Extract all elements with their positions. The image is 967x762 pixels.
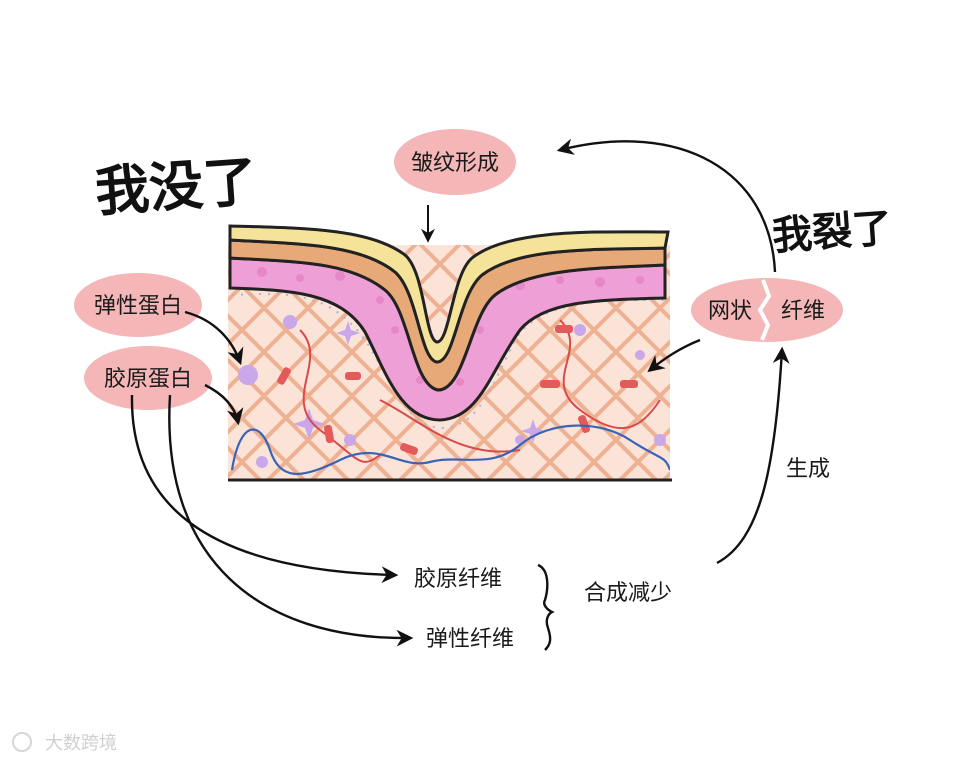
wrinkle-label: 皱纹形成 [411,151,499,176]
elastin-protein-label: 弹性蛋白 [94,294,182,319]
crack-icon [757,279,772,341]
collagen-protein-label: 胶原蛋白 [104,367,192,392]
watermark-text: 大数跨境 [45,733,117,754]
elastin-bubble: 弹性蛋白 [74,273,202,337]
collagen-bubble: 胶原蛋白 [84,346,212,410]
wrinkle-bubble: 皱纹形成 [394,129,516,195]
i-cracked-heading: 我裂了 [771,205,894,259]
reticular-label-left: 网状 [708,299,752,324]
arrows [130,138,790,651]
basement-membrane [231,292,666,430]
generate-arrow [716,346,790,565]
watermark-logo-icon [12,732,32,752]
generate-label: 生成 [786,457,830,482]
watermark: 大数跨境 [12,732,117,754]
synthesis-decrease-label: 合成减少 [584,581,672,606]
crack-to-wrinkle-arrow [556,138,777,273]
i-am-gone-heading: 我没了 [93,150,259,224]
reticular-label-right: 纤维 [781,299,825,324]
elastin-to-tissue-arrow [184,310,244,366]
yellow-epidermis [228,224,670,364]
reticular-fiber-bubble: 网状 纤维 [691,278,843,342]
brace-icon [537,563,555,651]
to-elastic-fiber-arrow [168,394,414,647]
skin-cross-section [228,224,672,482]
collagen-fiber-label: 胶原纤维 [414,567,502,592]
elastic-fiber-label: 弹性纤维 [426,627,514,652]
reticular-to-tissue-arrow [647,338,701,373]
collagen-to-tissue-arrow [204,383,244,426]
